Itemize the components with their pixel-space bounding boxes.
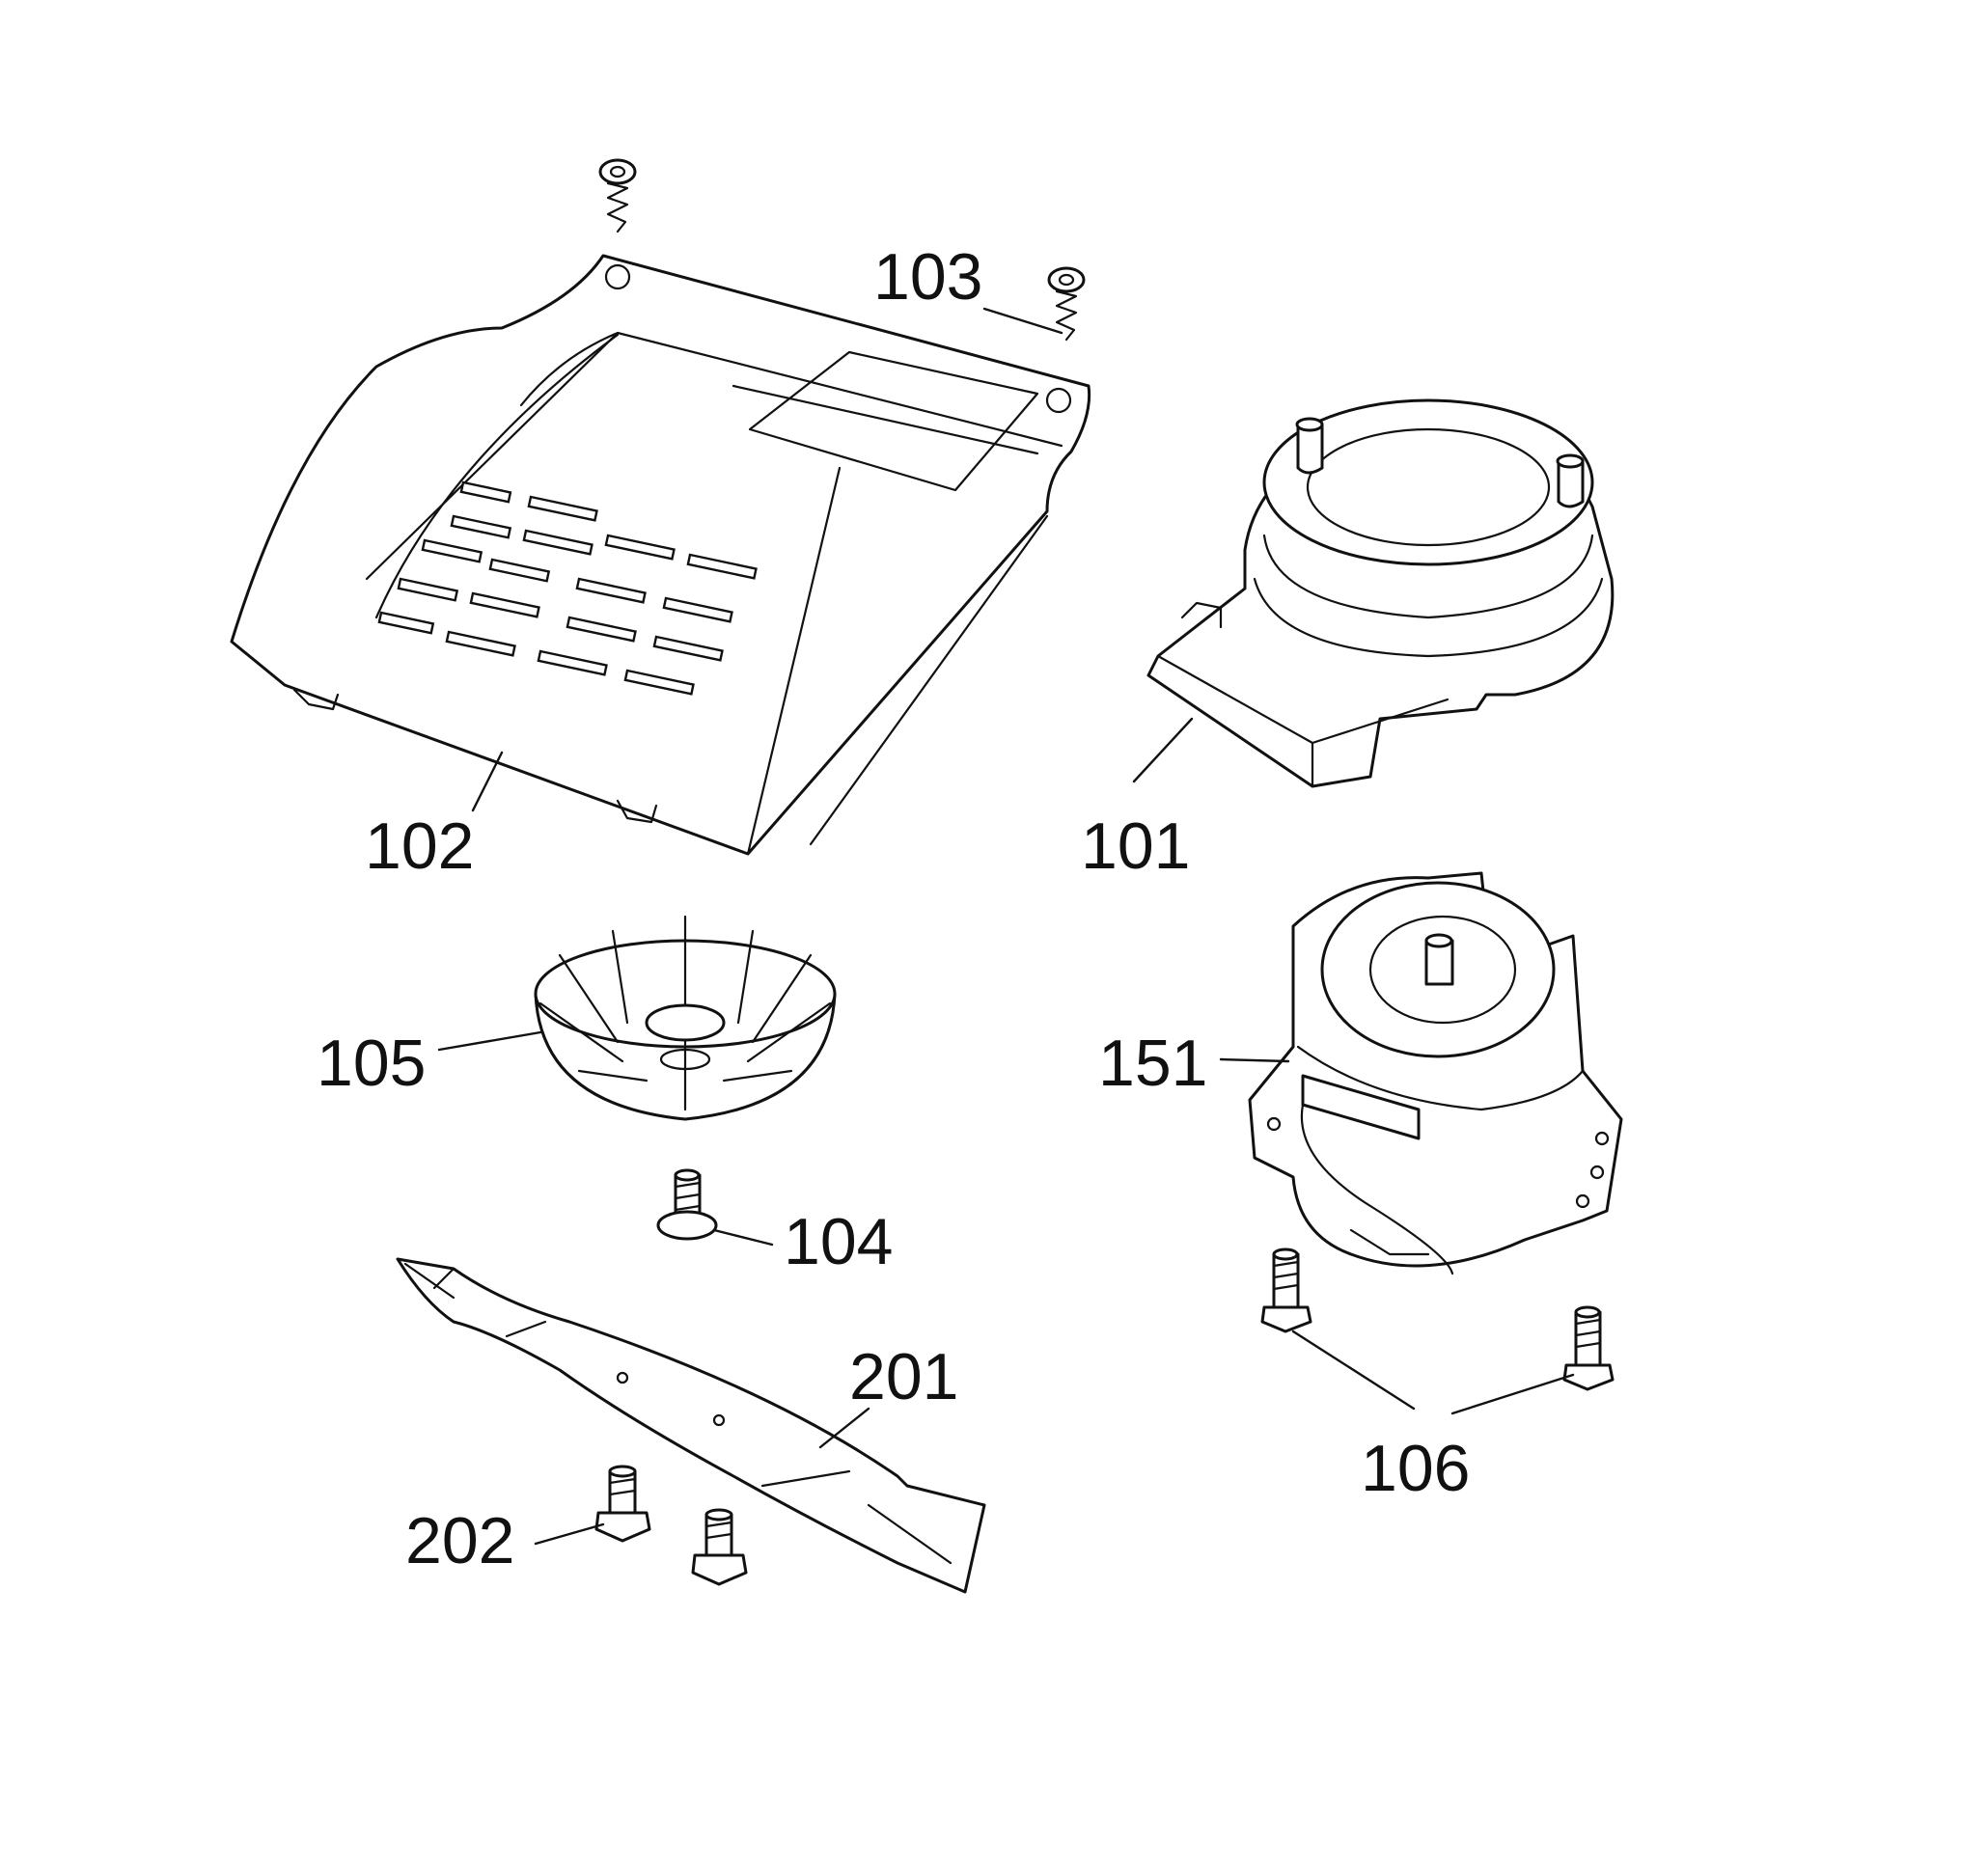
callout-102: 102 — [365, 809, 474, 883]
callout-202: 202 — [405, 1504, 514, 1577]
blower-housing-101 — [1146, 398, 1615, 788]
callout-201: 201 — [849, 1340, 958, 1413]
blade-201 — [396, 1257, 986, 1594]
bolt-202-right — [691, 1508, 748, 1586]
cover-housing-102 — [230, 254, 1091, 856]
callout-101: 101 — [1081, 809, 1190, 883]
callout-151: 151 — [1098, 1027, 1207, 1100]
motor-151 — [1248, 871, 1623, 1275]
cover-vent-slots — [377, 480, 758, 696]
callout-104: 104 — [784, 1205, 893, 1278]
screw-103-right — [1047, 266, 1086, 342]
bolt-202-left — [594, 1465, 651, 1543]
callout-labels: 103 102 101 105 151 104 201 106 202 — [317, 240, 1470, 1577]
bolt-106-left — [1260, 1247, 1312, 1333]
callout-106: 106 — [1361, 1432, 1470, 1505]
bolt-106-right — [1562, 1305, 1615, 1391]
leader-lines — [437, 307, 1575, 1546]
callout-105: 105 — [317, 1027, 426, 1100]
callout-103: 103 — [873, 240, 982, 314]
fan-105 — [534, 915, 837, 1121]
screw-103-left — [598, 158, 637, 233]
bolt-104 — [656, 1168, 718, 1241]
